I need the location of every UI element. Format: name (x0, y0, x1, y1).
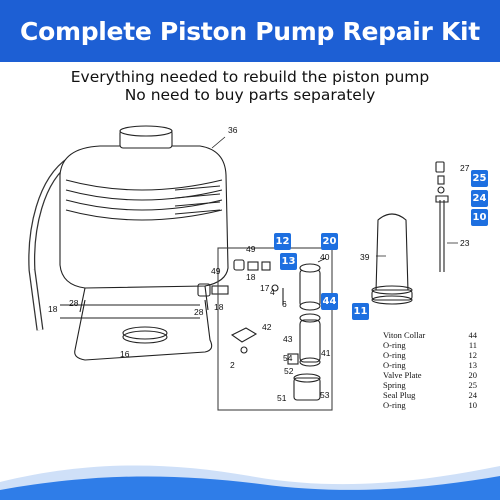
pump-column (217, 247, 333, 411)
subtitle-line-2: No need to buy parts separately (124, 86, 376, 104)
diagram-label: 6 (282, 299, 287, 309)
part-number: 13 (468, 360, 478, 370)
parts-list-row: Seal Plug 24 (383, 390, 477, 400)
piston-rod (435, 161, 449, 272)
parts-list-row: Valve Plate 20 (383, 370, 477, 380)
diagram-label: 43 (283, 334, 293, 344)
part-number: 24 (468, 390, 478, 400)
diagram-label: 18 (246, 272, 256, 282)
parts-list-row: Spring 25 (383, 380, 477, 390)
frame (74, 299, 213, 361)
callout-spring-25: 25 (471, 170, 488, 187)
diagram-label: 2 (230, 360, 235, 370)
banner-title: Complete Piston Pump Repair Kit (20, 16, 480, 46)
diagram-label: 49 (246, 244, 256, 254)
diagram-label: 39 (360, 252, 370, 262)
callout-seal-plug-24: 24 (471, 190, 488, 207)
part-name: Valve Plate (383, 370, 422, 380)
diagram-label: 53 (320, 390, 330, 400)
part-number: 25 (468, 380, 478, 390)
parts-list-row: O-ring 11 (383, 340, 477, 350)
callout-valve-plate-20: 20 (321, 233, 338, 250)
callout-viton-collar-44: 44 (321, 293, 338, 310)
diagram-label: 28 (69, 298, 79, 308)
diagram-label: 36 (228, 125, 238, 135)
diagram-label: 51 (277, 393, 287, 403)
diagram-label: 16 (120, 349, 130, 359)
callout-oring-13: 13 (280, 253, 297, 270)
diagram-label: 17 (260, 283, 270, 293)
tank-body (59, 125, 229, 313)
diagram-label: 40 (320, 252, 330, 262)
part-name: O-ring (383, 400, 406, 410)
callout-oring-10: 10 (471, 209, 488, 226)
callout-oring-12: 12 (274, 233, 291, 250)
part-number: 11 (468, 340, 477, 350)
diagram-label: 52 (284, 366, 294, 376)
part-name: Viton Collar (383, 330, 426, 340)
part-number: 44 (468, 330, 478, 340)
diagram-label: 49 (211, 266, 221, 276)
subtitle-line-1: Everything needed to rebuild the piston … (70, 68, 430, 86)
callout-oring-11: 11 (352, 303, 369, 320)
cylinder (371, 213, 413, 305)
diagram-label: 28 (194, 307, 204, 317)
diagram-label: 18 (48, 304, 58, 314)
part-number: 10 (468, 400, 478, 410)
diagram-label: 42 (262, 322, 272, 332)
parts-list-row: Viton Collar 44 (383, 330, 477, 340)
parts-list: Viton Collar 44 O-ring 11 O-ring 12 O-ring 1… (383, 330, 477, 410)
part-name: Seal Plug (383, 390, 416, 400)
parts-list-row: O-ring 12 (383, 350, 477, 360)
part-name: Spring (383, 380, 406, 390)
part-number: 12 (468, 350, 478, 360)
diagram-label: 18 (214, 302, 224, 312)
diagram-label: 41 (321, 348, 331, 358)
title-banner: Complete Piston Pump Repair Kit (0, 0, 500, 62)
part-number: 20 (468, 370, 478, 380)
diagram-label: 23 (460, 238, 470, 248)
part-name: O-ring (383, 350, 406, 360)
part-name: O-ring (383, 340, 406, 350)
diagram-label: 54 (283, 353, 293, 363)
parts-list-row: O-ring 10 (383, 400, 477, 410)
part-name: O-ring (383, 360, 406, 370)
parts-list-row: O-ring 13 (383, 360, 477, 370)
diagram-label: 4 (270, 287, 275, 297)
bottom-wave (0, 465, 500, 500)
diagram-label: 27 (460, 163, 470, 173)
